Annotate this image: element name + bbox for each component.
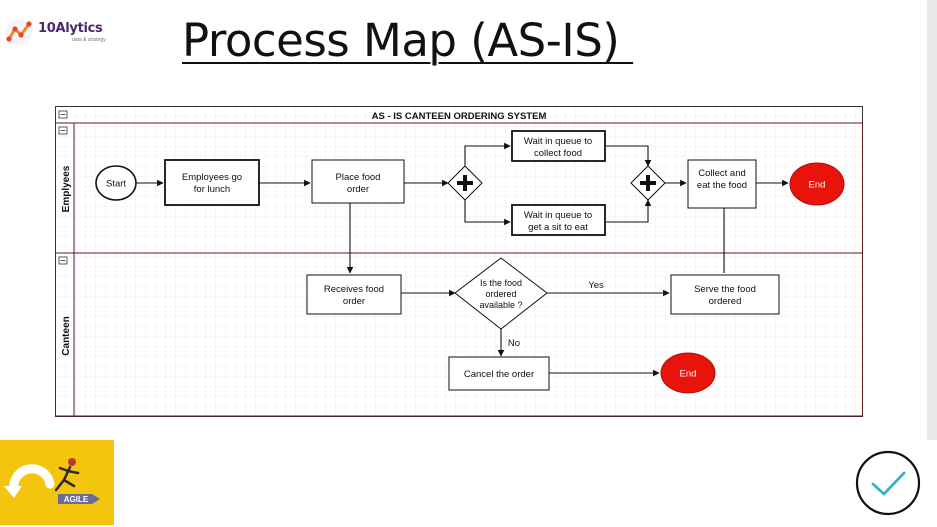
end-event-employees: End (789, 162, 845, 206)
task-label-line: get a sit to eat (528, 222, 588, 233)
task-wait-to-get-seat: Wait in queue to get a sit to eat (511, 204, 606, 236)
logo-tagline: data & strategy (72, 37, 106, 43)
decision-label-line: ordered (485, 289, 516, 299)
logo-mark-icon (6, 19, 32, 45)
decision-food-available: Is the food ordered available ? (454, 257, 548, 330)
task-label-line: Receives food (324, 284, 384, 295)
connector (605, 199, 652, 223)
end-event-canteen: End (660, 352, 716, 394)
decision-label-line: Is the food (480, 278, 522, 288)
task-label-line: Wait in queue to (524, 136, 592, 147)
agile-logo: AGILE (0, 440, 114, 525)
lane-canteen: Canteen (55, 252, 863, 417)
task-label-line: eat the food (697, 180, 747, 191)
slide-edge-strip (927, 0, 937, 440)
start-label: Start (106, 179, 126, 190)
task-label-line: Wait in queue to (524, 210, 592, 221)
task-wait-to-collect-food: Wait in queue to collect food (511, 130, 606, 162)
start-event: Start (95, 165, 137, 201)
connector (605, 145, 652, 167)
task-label-line: Place food (336, 172, 381, 183)
slide-title: Process Map (AS-IS) (182, 14, 634, 67)
pool-title: AS - IS CANTEEN ORDERING SYSTEM (372, 111, 547, 122)
task-place-food-order: Place food order (311, 159, 405, 204)
connector (464, 200, 511, 226)
task-collect-and-eat: Collect and eat the food (687, 159, 757, 209)
task-label-line: Collect and (698, 168, 746, 179)
agile-cycle-arrow-icon (9, 464, 55, 495)
task-receives-food-order: Receives food order (306, 274, 402, 315)
no-label: No (508, 338, 520, 349)
task-label-line: order (343, 296, 365, 307)
checkmark-icon (855, 450, 921, 516)
task-label-line: collect food (534, 148, 582, 159)
logo-name: 10Alytics (38, 21, 103, 36)
lane-label-employees: Emplyees (61, 165, 72, 212)
task-label: Cancel the order (464, 369, 534, 380)
task-employees-go-for-lunch: Employees go for lunch (164, 159, 260, 206)
task-label-line: for lunch (194, 184, 230, 195)
task-label-line: Employees go (182, 172, 242, 183)
connector (464, 142, 511, 166)
decision-label-line: available ? (479, 300, 522, 310)
yes-label: Yes (588, 280, 604, 291)
process-map-diagram: AS - IS CANTEEN ORDERING SYSTEM Emplyees… (55, 106, 865, 418)
runner-icon (54, 458, 80, 492)
task-label-line: Serve the food (694, 284, 756, 295)
task-serve-the-food: Serve the food ordered (670, 274, 780, 315)
parallel-gateway-split (447, 165, 483, 201)
company-logo: 10Alytics data & strategy (4, 10, 122, 54)
agile-label: AGILE (64, 495, 89, 504)
agile-banner-arrow (58, 494, 100, 504)
end-label: End (680, 369, 697, 380)
parallel-gateway-join (630, 165, 666, 201)
lane-label-canteen: Canteen (61, 316, 72, 355)
end-label: End (809, 180, 826, 191)
task-label-line: order (347, 184, 369, 195)
task-cancel-the-order: Cancel the order (448, 356, 550, 391)
task-label-line: ordered (709, 296, 742, 307)
